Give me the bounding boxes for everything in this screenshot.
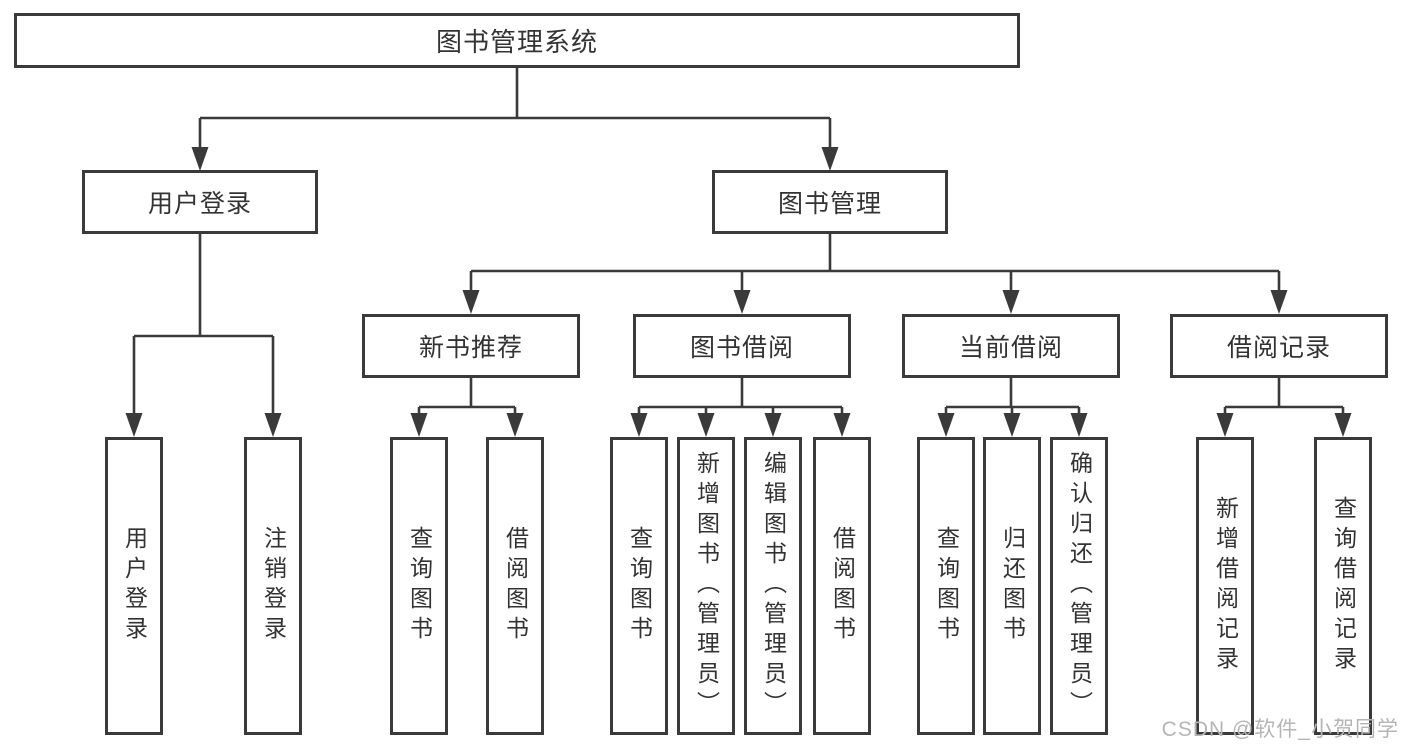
node-label: 图书借阅 <box>689 334 794 362</box>
node-book-mgmt: 图书管理 <box>712 170 948 234</box>
leaf-label: 借阅图书 <box>502 526 529 646</box>
connector-borrow-record-to-leaves <box>1216 378 1352 437</box>
connector-current-borrow-to-leaves <box>937 378 1088 437</box>
node-borrow-record: 借阅记录 <box>1170 314 1388 378</box>
leaf-borrow-borrow-book: 借阅图书 <box>813 437 871 735</box>
connector-root-to-level2 <box>191 68 839 171</box>
node-label: 用户登录 <box>147 190 252 218</box>
leaf-label: 用户登录 <box>121 526 148 646</box>
leaf-record-query-record: 查询借阅记录 <box>1314 437 1372 735</box>
leaf-borrow-query-book: 查询图书 <box>610 437 668 735</box>
leaf-newrec-query-book: 查询图书 <box>390 437 448 735</box>
leaf-logout: 注销登录 <box>244 437 302 735</box>
node-user-login: 用户登录 <box>82 170 318 234</box>
leaf-current-query-book: 查询图书 <box>917 437 975 735</box>
leaf-label: 查询图书 <box>933 526 960 646</box>
connector-user-login-to-leaves <box>125 234 282 437</box>
node-library-system: 图书管理系统 <box>14 13 1020 68</box>
leaf-label: 查询图书 <box>626 526 653 646</box>
node-current-borrow: 当前借阅 <box>902 314 1120 378</box>
leaf-label: 新增借阅记录 <box>1212 496 1239 676</box>
connector-book-borrow-to-leaves <box>630 378 851 437</box>
node-label: 图书管理 <box>777 190 882 218</box>
leaf-label: 注销登录 <box>260 526 287 646</box>
node-book-borrow: 图书借阅 <box>633 314 851 378</box>
node-label: 新书推荐 <box>418 334 523 362</box>
node-label: 当前借阅 <box>958 334 1063 362</box>
connector-book-mgmt-to-level3 <box>462 234 1288 314</box>
node-label: 图书管理系统 <box>435 27 598 57</box>
leaf-label: 归还图书 <box>999 526 1026 646</box>
leaf-label: 借阅图书 <box>829 526 856 646</box>
leaf-current-confirm-return-admin: 确认归还（管理员） <box>1050 437 1108 735</box>
leaf-label: 确认归还（管理员） <box>1066 451 1093 721</box>
leaf-current-return-book: 归还图书 <box>983 437 1041 735</box>
leaf-user-login: 用户登录 <box>105 437 163 735</box>
node-new-book-rec: 新书推荐 <box>362 314 580 378</box>
leaf-label: 新增图书（管理员） <box>693 451 720 721</box>
leaf-label: 编辑图书（管理员） <box>760 451 787 721</box>
leaf-borrow-add-book-admin: 新增图书（管理员） <box>677 437 735 735</box>
leaf-newrec-borrow-book: 借阅图书 <box>486 437 544 735</box>
leaf-record-add-record: 新增借阅记录 <box>1196 437 1254 735</box>
node-label: 借阅记录 <box>1226 334 1331 362</box>
leaf-label: 查询借阅记录 <box>1330 496 1357 676</box>
connector-new-book-rec-to-leaves <box>410 378 524 437</box>
leaf-label: 查询图书 <box>406 526 433 646</box>
leaf-borrow-edit-book-admin: 编辑图书（管理员） <box>744 437 802 735</box>
